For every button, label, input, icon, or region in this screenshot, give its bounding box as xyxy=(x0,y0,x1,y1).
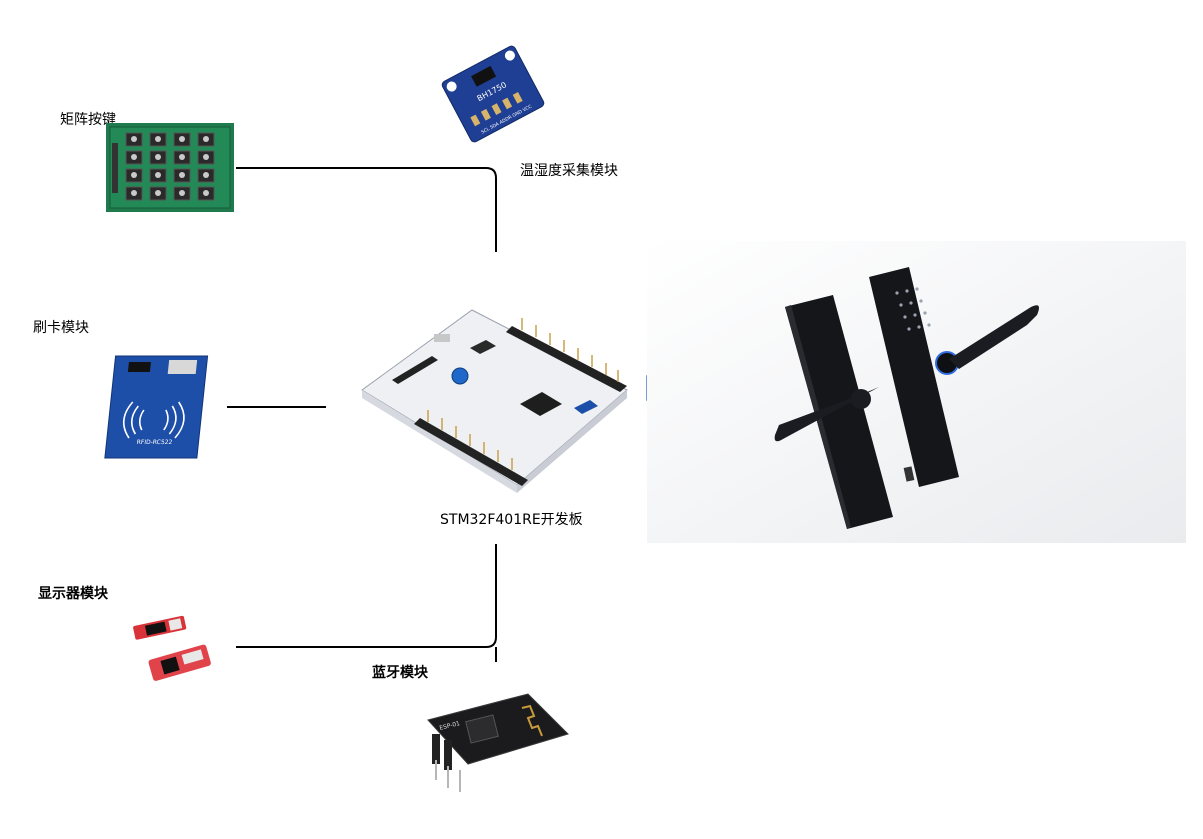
svg-text:RFID-RC522: RFID-RC522 xyxy=(136,439,173,446)
display-image xyxy=(133,615,211,681)
keypad-image xyxy=(106,123,234,212)
keypad-connector xyxy=(236,167,497,252)
display-connector xyxy=(236,544,497,648)
display-label: 显示器模块 xyxy=(38,586,108,602)
svg-text:ESP-01: ESP-01 xyxy=(439,720,461,732)
rfid-image: RFID-RC522 xyxy=(104,355,209,459)
sensor-label: 温湿度采集模块 xyxy=(520,163,618,179)
stm32-board-image xyxy=(361,309,628,493)
board-label: STM32F401RE开发板 xyxy=(440,512,583,528)
rfid-label: 刷卡模块 xyxy=(33,320,89,336)
bluetooth-image: ESP-01 xyxy=(427,693,569,792)
bluetooth-label: 蓝牙模块 xyxy=(372,665,428,681)
keypad-label: 矩阵按键 xyxy=(60,112,116,128)
smart-lock-image xyxy=(647,241,1186,543)
sensor-image: BH1750 SCL SDA ADDR GND VCC xyxy=(441,45,545,143)
